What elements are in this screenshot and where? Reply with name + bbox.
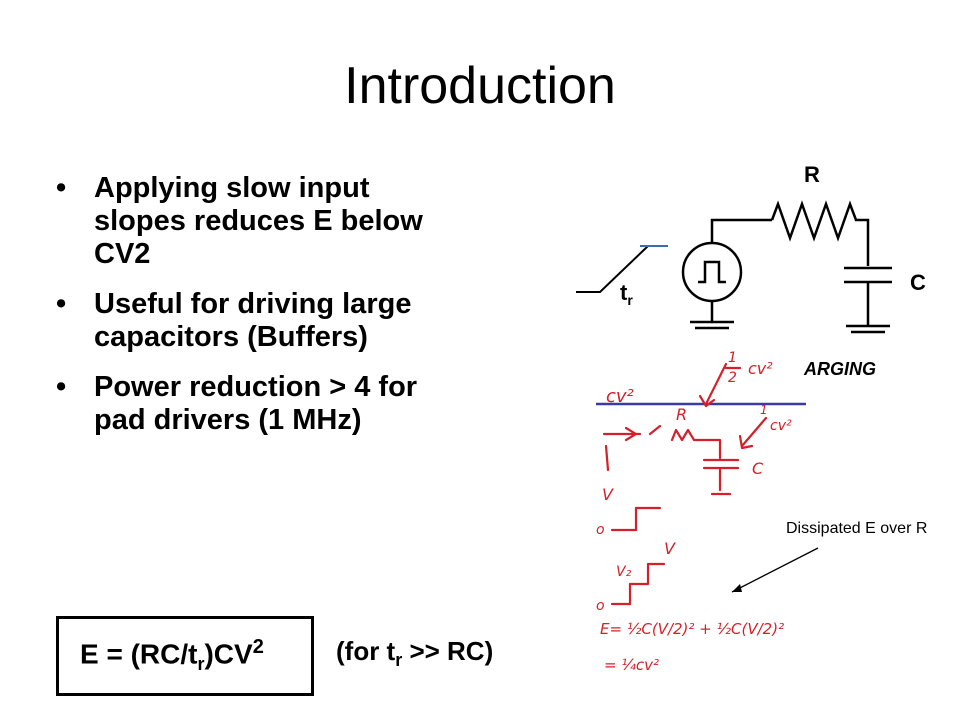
hw-cv2: cv²	[606, 386, 634, 407]
bullet-list: • Applying slow input slopes reduces E b…	[56, 172, 446, 454]
bullet-item: • Useful for driving large capacitors (B…	[56, 288, 446, 354]
hw-zero-1: o	[596, 522, 605, 538]
resistor	[770, 200, 870, 266]
annotation-text: Dissipated E over R	[786, 520, 928, 537]
hw-capacitor	[702, 458, 740, 496]
wire-top-left	[710, 218, 772, 243]
hw-step-1	[610, 506, 662, 532]
bullet-item: • Applying slow input slopes reduces E b…	[56, 172, 446, 271]
hw-arrowhead	[698, 394, 716, 408]
hw-zero-2: o	[596, 598, 605, 614]
hw-step-2	[610, 562, 666, 606]
pulse-icon	[698, 260, 726, 284]
formula-condition: (for tr >> RC)	[336, 636, 494, 671]
hw-cv2-2: cv²	[770, 418, 792, 434]
hw-cv2-top: cv²	[748, 359, 773, 378]
hw-V: V	[602, 485, 614, 504]
hw-stem	[604, 444, 610, 472]
bullet-text: Applying slow input slopes reduces E bel…	[94, 172, 423, 270]
formula-box	[56, 616, 314, 696]
hw-half-num: 1	[728, 350, 737, 366]
bullet-text: Useful for driving large capacitors (Buf…	[94, 288, 412, 353]
rise-time-label: tr	[620, 280, 633, 308]
ground-capacitor	[846, 324, 890, 334]
ground-source	[690, 320, 734, 330]
hw-C: C	[752, 459, 764, 478]
caption-fragment: ARGING	[803, 359, 876, 379]
capacitor-label: C	[910, 270, 926, 295]
hw-eq2: = ¼cv²	[604, 656, 659, 674]
bullet-item: • Power reduction > 4 for pad drivers (1…	[56, 371, 446, 437]
capacitor	[844, 266, 892, 326]
hw-half-den: 2	[728, 370, 737, 386]
annotation-arrow	[731, 547, 819, 593]
hw-arrow	[704, 362, 728, 406]
bullet-marker: •	[56, 288, 67, 320]
bullet-marker: •	[56, 172, 67, 204]
hw-eq1: E= ½C(V/2)² + ½C(V/2)²	[600, 620, 784, 638]
slide-title: Introduction	[344, 57, 616, 115]
annotation-arrowhead	[732, 584, 742, 592]
bullet-marker: •	[56, 371, 67, 403]
hw-half-2: 1	[760, 403, 768, 417]
hw-V2: V₂	[616, 564, 632, 580]
hw-R: R	[676, 405, 687, 424]
hw-arrow-2	[738, 416, 768, 450]
hw-V-2: V	[664, 539, 676, 558]
bullet-text: Power reduction > 4 for pad drivers (1 M…	[94, 371, 418, 436]
resistor-label: R	[804, 162, 820, 187]
hw-circuit	[602, 424, 722, 460]
energy-formula: E = (RC/tr)CV2	[80, 636, 264, 674]
pulse-source	[681, 241, 743, 303]
